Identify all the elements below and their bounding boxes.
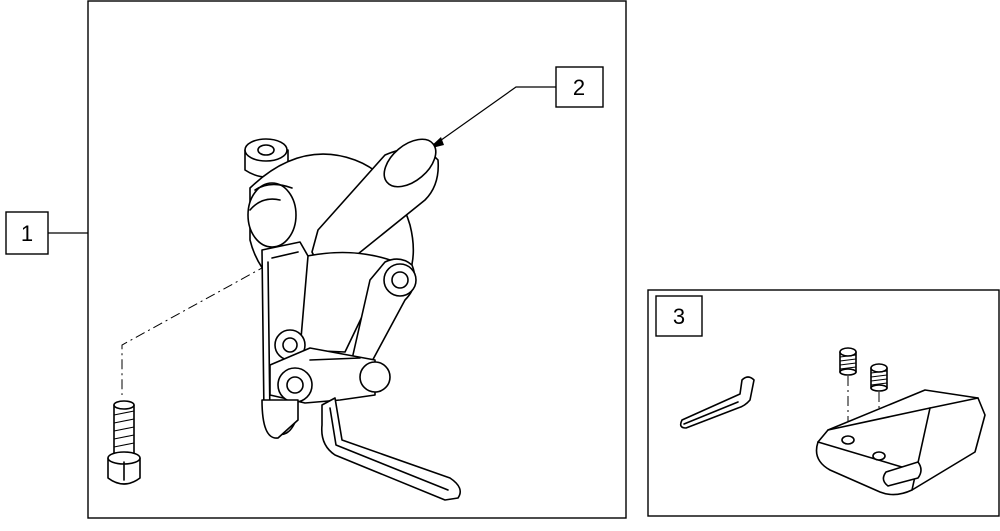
callout-3[interactable]: 3 — [655, 295, 703, 337]
kit-frame — [647, 289, 1000, 517]
set-screw-right — [870, 363, 888, 392]
footrest-assembly — [244, 138, 461, 501]
assembly-frame — [87, 0, 627, 519]
lower-housing — [261, 399, 299, 439]
callout-1[interactable]: 1 — [5, 211, 88, 255]
callout-1-label: 1 — [21, 221, 33, 246]
tube-part-2 — [311, 138, 440, 266]
foot-plate — [320, 397, 461, 501]
wedge-block — [815, 389, 986, 496]
right-link — [349, 258, 417, 369]
callout-2-leader — [436, 86, 556, 144]
callout-3-label: 3 — [673, 304, 685, 329]
socket-screw — [107, 400, 141, 485]
callout-2-label: 2 — [573, 75, 585, 100]
set-screw-left — [839, 347, 857, 376]
cross-bar — [269, 347, 391, 404]
hex-key — [679, 376, 755, 429]
callout-2[interactable]: 2 — [428, 66, 604, 149]
screw-assembly-line — [121, 262, 263, 395]
callout-3-box — [655, 295, 703, 337]
